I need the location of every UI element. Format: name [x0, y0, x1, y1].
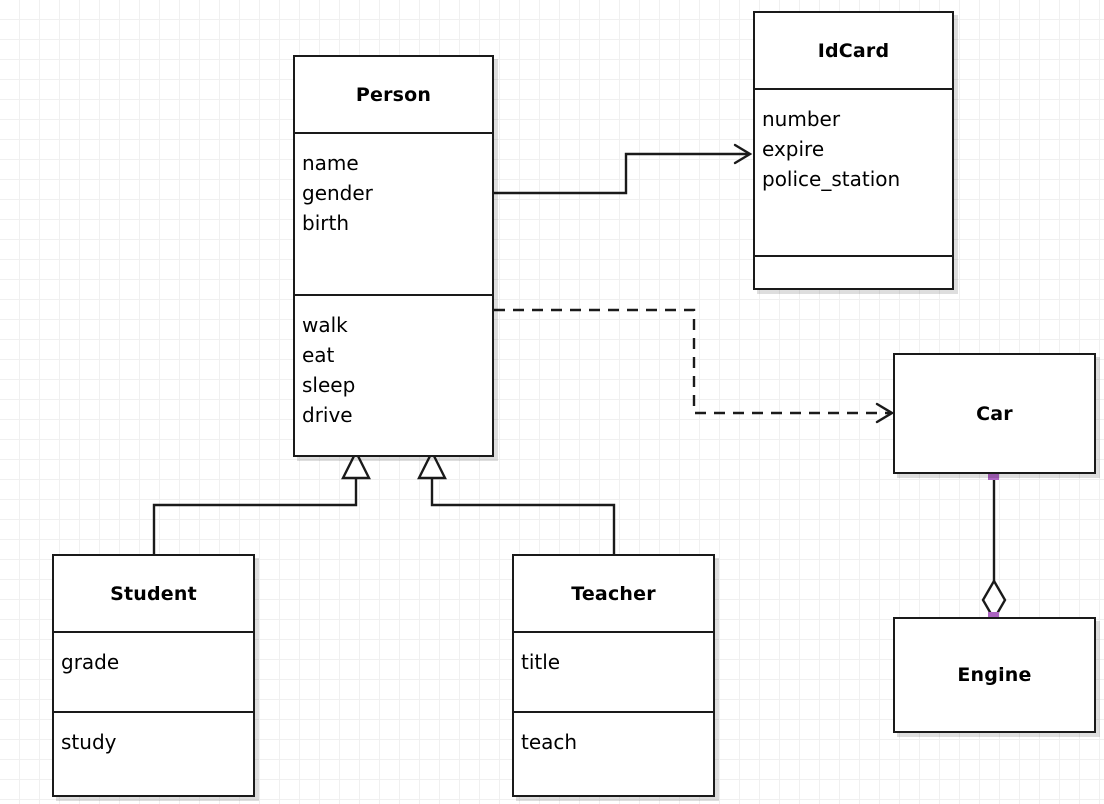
method-item: walk — [302, 313, 348, 337]
class-attributes-student: grade — [54, 631, 253, 711]
edge-person-car[interactable] — [494, 308, 895, 424]
method-item: sleep — [302, 373, 356, 397]
method-item: drive — [302, 403, 353, 427]
edge-person-idcard[interactable] — [494, 143, 753, 195]
class-box-engine[interactable]: Engine — [893, 617, 1096, 733]
attribute-item: birth — [302, 211, 349, 235]
attribute-item: name — [302, 151, 359, 175]
class-box-teacher[interactable]: Teacher title teach — [512, 554, 715, 797]
method-item: eat — [302, 343, 335, 367]
class-methods-person: walk eat sleep drive — [295, 294, 492, 455]
class-title-idcard: IdCard — [817, 39, 890, 62]
attribute-item: number — [762, 107, 841, 131]
connector-endpoint-car[interactable] — [988, 469, 999, 480]
class-box-idcard[interactable]: IdCard number expire police_station — [753, 11, 954, 290]
class-title-engine: Engine — [957, 664, 1032, 686]
edge-teacher-person[interactable] — [417, 449, 616, 554]
attribute-item: title — [521, 650, 561, 674]
class-methods-idcard — [755, 255, 952, 288]
class-box-student[interactable]: Student grade study — [52, 554, 255, 797]
method-item: study — [61, 730, 117, 754]
class-title-teacher: Teacher — [571, 582, 656, 605]
class-box-person[interactable]: Person name gender birth walk eat sleep … — [293, 55, 494, 457]
attribute-item: police_station — [762, 167, 901, 191]
class-title-car: Car — [976, 402, 1013, 425]
class-title-person: Person — [355, 83, 432, 106]
attribute-item: grade — [61, 650, 120, 674]
attribute-item: gender — [302, 181, 373, 205]
class-methods-student: study — [54, 711, 253, 795]
class-methods-teacher: teach — [514, 711, 713, 795]
edge-student-person[interactable] — [152, 449, 371, 554]
class-title-student: Student — [110, 582, 197, 605]
class-box-car[interactable]: Car — [893, 353, 1096, 474]
method-item: teach — [521, 730, 578, 754]
edge-car-engine[interactable] — [981, 474, 1007, 622]
attribute-item: expire — [762, 137, 825, 161]
class-attributes-person: name gender birth — [295, 132, 492, 294]
class-attributes-teacher: title — [514, 631, 713, 711]
class-attributes-idcard: number expire police_station — [755, 88, 952, 255]
